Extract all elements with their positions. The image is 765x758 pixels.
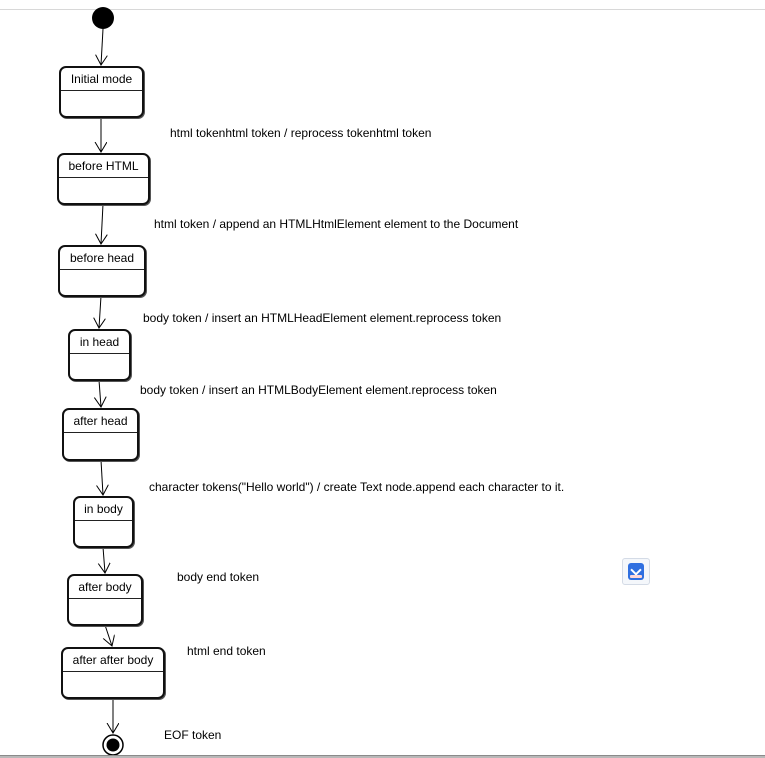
state-label: after after body	[63, 649, 163, 672]
app-launcher-tile	[628, 563, 644, 580]
state-label: Initial mode	[61, 68, 142, 91]
transition-label: character tokens("Hello world") / create…	[149, 480, 565, 494]
state-label: after head	[64, 410, 137, 433]
state-label: before head	[60, 247, 144, 270]
transition-label: EOF token	[164, 728, 222, 742]
state-in-head: in head	[68, 329, 131, 381]
state-before-html: before HTML	[57, 153, 150, 205]
transition-arrow	[99, 379, 101, 407]
transition-label: body token / insert an HTMLBodyElement e…	[140, 383, 497, 397]
final-state-icon	[102, 734, 124, 756]
transition-label: html end token	[187, 644, 266, 658]
transition-arrow	[99, 295, 101, 328]
state-after-after-body: after after body	[61, 647, 165, 699]
transition-arrow	[105, 624, 112, 646]
state-initial-mode: Initial mode	[59, 66, 144, 118]
state-before-head: before head	[58, 245, 146, 297]
transition-arrow	[101, 459, 103, 495]
state-label: in head	[70, 331, 129, 354]
state-label: in body	[75, 498, 132, 521]
transition-label: html tokenhtml token / reprocess tokenht…	[170, 126, 432, 140]
transition-arrow	[101, 203, 103, 244]
state-after-body: after body	[67, 574, 143, 626]
transition-label: body end token	[177, 570, 260, 584]
state-label: after body	[69, 576, 141, 599]
app-launcher-icon[interactable]	[622, 558, 650, 585]
transition-arrow	[103, 546, 105, 573]
transition-label: html token / append an HTMLHtmlElement e…	[154, 217, 519, 231]
top-divider	[0, 9, 765, 10]
state-label: before HTML	[59, 155, 148, 178]
bottom-divider	[0, 755, 765, 758]
initial-state-icon	[92, 7, 114, 29]
state-in-body: in body	[73, 496, 134, 548]
transition-arrow	[101, 28, 103, 65]
transition-label: body token / insert an HTMLHeadElement e…	[143, 311, 502, 325]
state-after-head: after head	[62, 408, 139, 461]
